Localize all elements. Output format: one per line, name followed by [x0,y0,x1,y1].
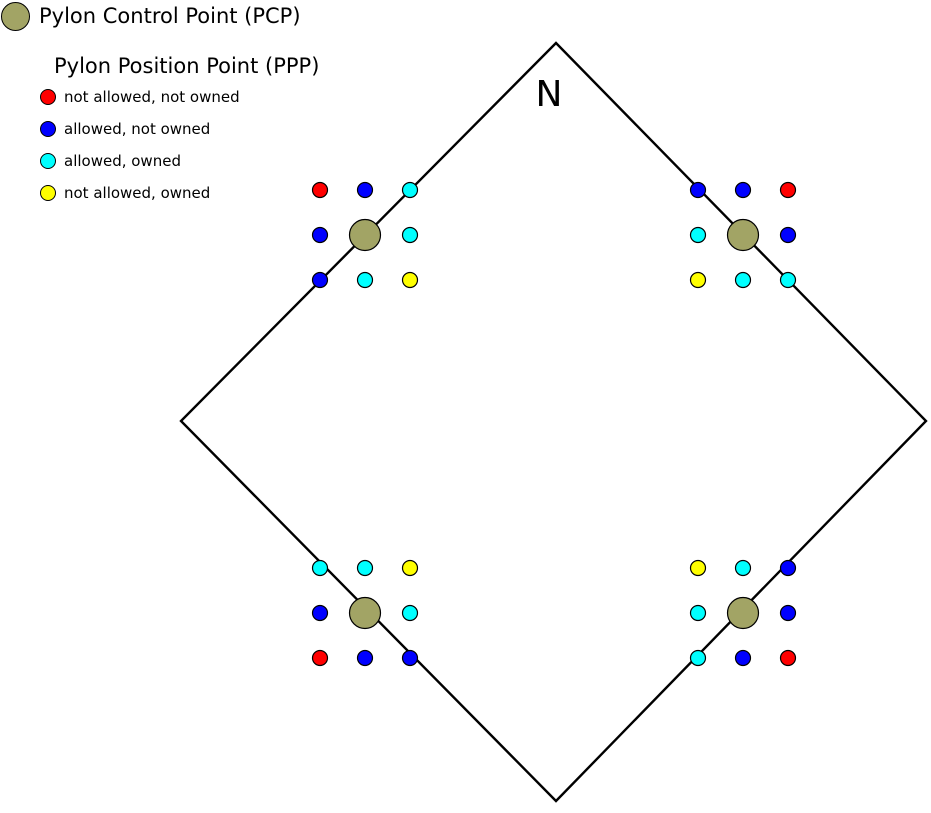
ppp-dot-allowed-owned [689,604,707,622]
ppp-dot-not-allowed-owned [689,271,707,289]
ppp-dot-allowed-owned [734,271,752,289]
legend-item-label: not allowed, not owned [64,87,240,106]
pcp-dot [726,218,760,252]
ppp-dot-not-allowed-not-owned [779,649,797,667]
legend-item-allowed-not-owned: allowed, not owned [40,113,240,145]
red-dot-icon [40,89,56,105]
ppp-dot-allowed-owned [779,271,797,289]
ppp-dot-allowed-not-owned [356,649,374,667]
ppp-dot-not-allowed-not-owned [779,181,797,199]
ppp-dot-allowed-not-owned [311,226,329,244]
legend-item-not-allowed-not-owned: not allowed, not owned [40,81,240,113]
ppp-dot-allowed-owned [401,181,419,199]
pcp-dot [348,218,382,252]
ppp-dot-allowed-not-owned [734,649,752,667]
ppp-dot-not-allowed-owned [401,559,419,577]
ppp-legend-title: Pylon Position Point (PPP) [54,54,320,78]
ppp-dot-allowed-not-owned [401,649,419,667]
ppp-dot-allowed-owned [401,604,419,622]
ppp-dot-allowed-not-owned [311,271,329,289]
legend-item-label: allowed, not owned [64,119,211,138]
ppp-dot-not-allowed-not-owned [311,181,329,199]
pcp-legend-label: Pylon Control Point (PCP) [39,4,301,28]
north-label: N [536,74,563,115]
ppp-dot-allowed-not-owned [779,559,797,577]
ppp-dot-allowed-owned [689,649,707,667]
ppp-dot-allowed-not-owned [689,181,707,199]
ppp-dot-allowed-owned [689,226,707,244]
legend-item-allowed-owned: allowed, owned [40,145,240,177]
blue-dot-icon [40,121,56,137]
legend-pcp-row: Pylon Control Point (PCP) [1,2,301,31]
legend-item-label: not allowed, owned [64,183,211,202]
pcp-dot [348,596,382,630]
ppp-dot-allowed-not-owned [734,181,752,199]
ppp-dot-allowed-owned [356,271,374,289]
ppp-dot-allowed-not-owned [356,181,374,199]
ppp-dot-allowed-owned [734,559,752,577]
ppp-dot-allowed-owned [401,226,419,244]
ppp-dot-allowed-not-owned [779,604,797,622]
ppp-dot-allowed-not-owned [779,226,797,244]
pcp-dot [726,596,760,630]
ppp-dot-allowed-not-owned [311,604,329,622]
legend-item-not-allowed-owned: not allowed, owned [40,177,240,209]
cyan-dot-icon [40,153,56,169]
ppp-dot-not-allowed-owned [689,559,707,577]
ppp-dot-not-allowed-owned [401,271,419,289]
yellow-dot-icon [40,185,56,201]
legend-list: not allowed, not owned allowed, not owne… [40,81,240,209]
ppp-dot-allowed-owned [311,559,329,577]
pcp-circle-icon [1,2,30,31]
ppp-dot-allowed-owned [356,559,374,577]
legend-item-label: allowed, owned [64,151,181,170]
ppp-dot-not-allowed-not-owned [311,649,329,667]
course-diamond-outline [179,41,928,803]
